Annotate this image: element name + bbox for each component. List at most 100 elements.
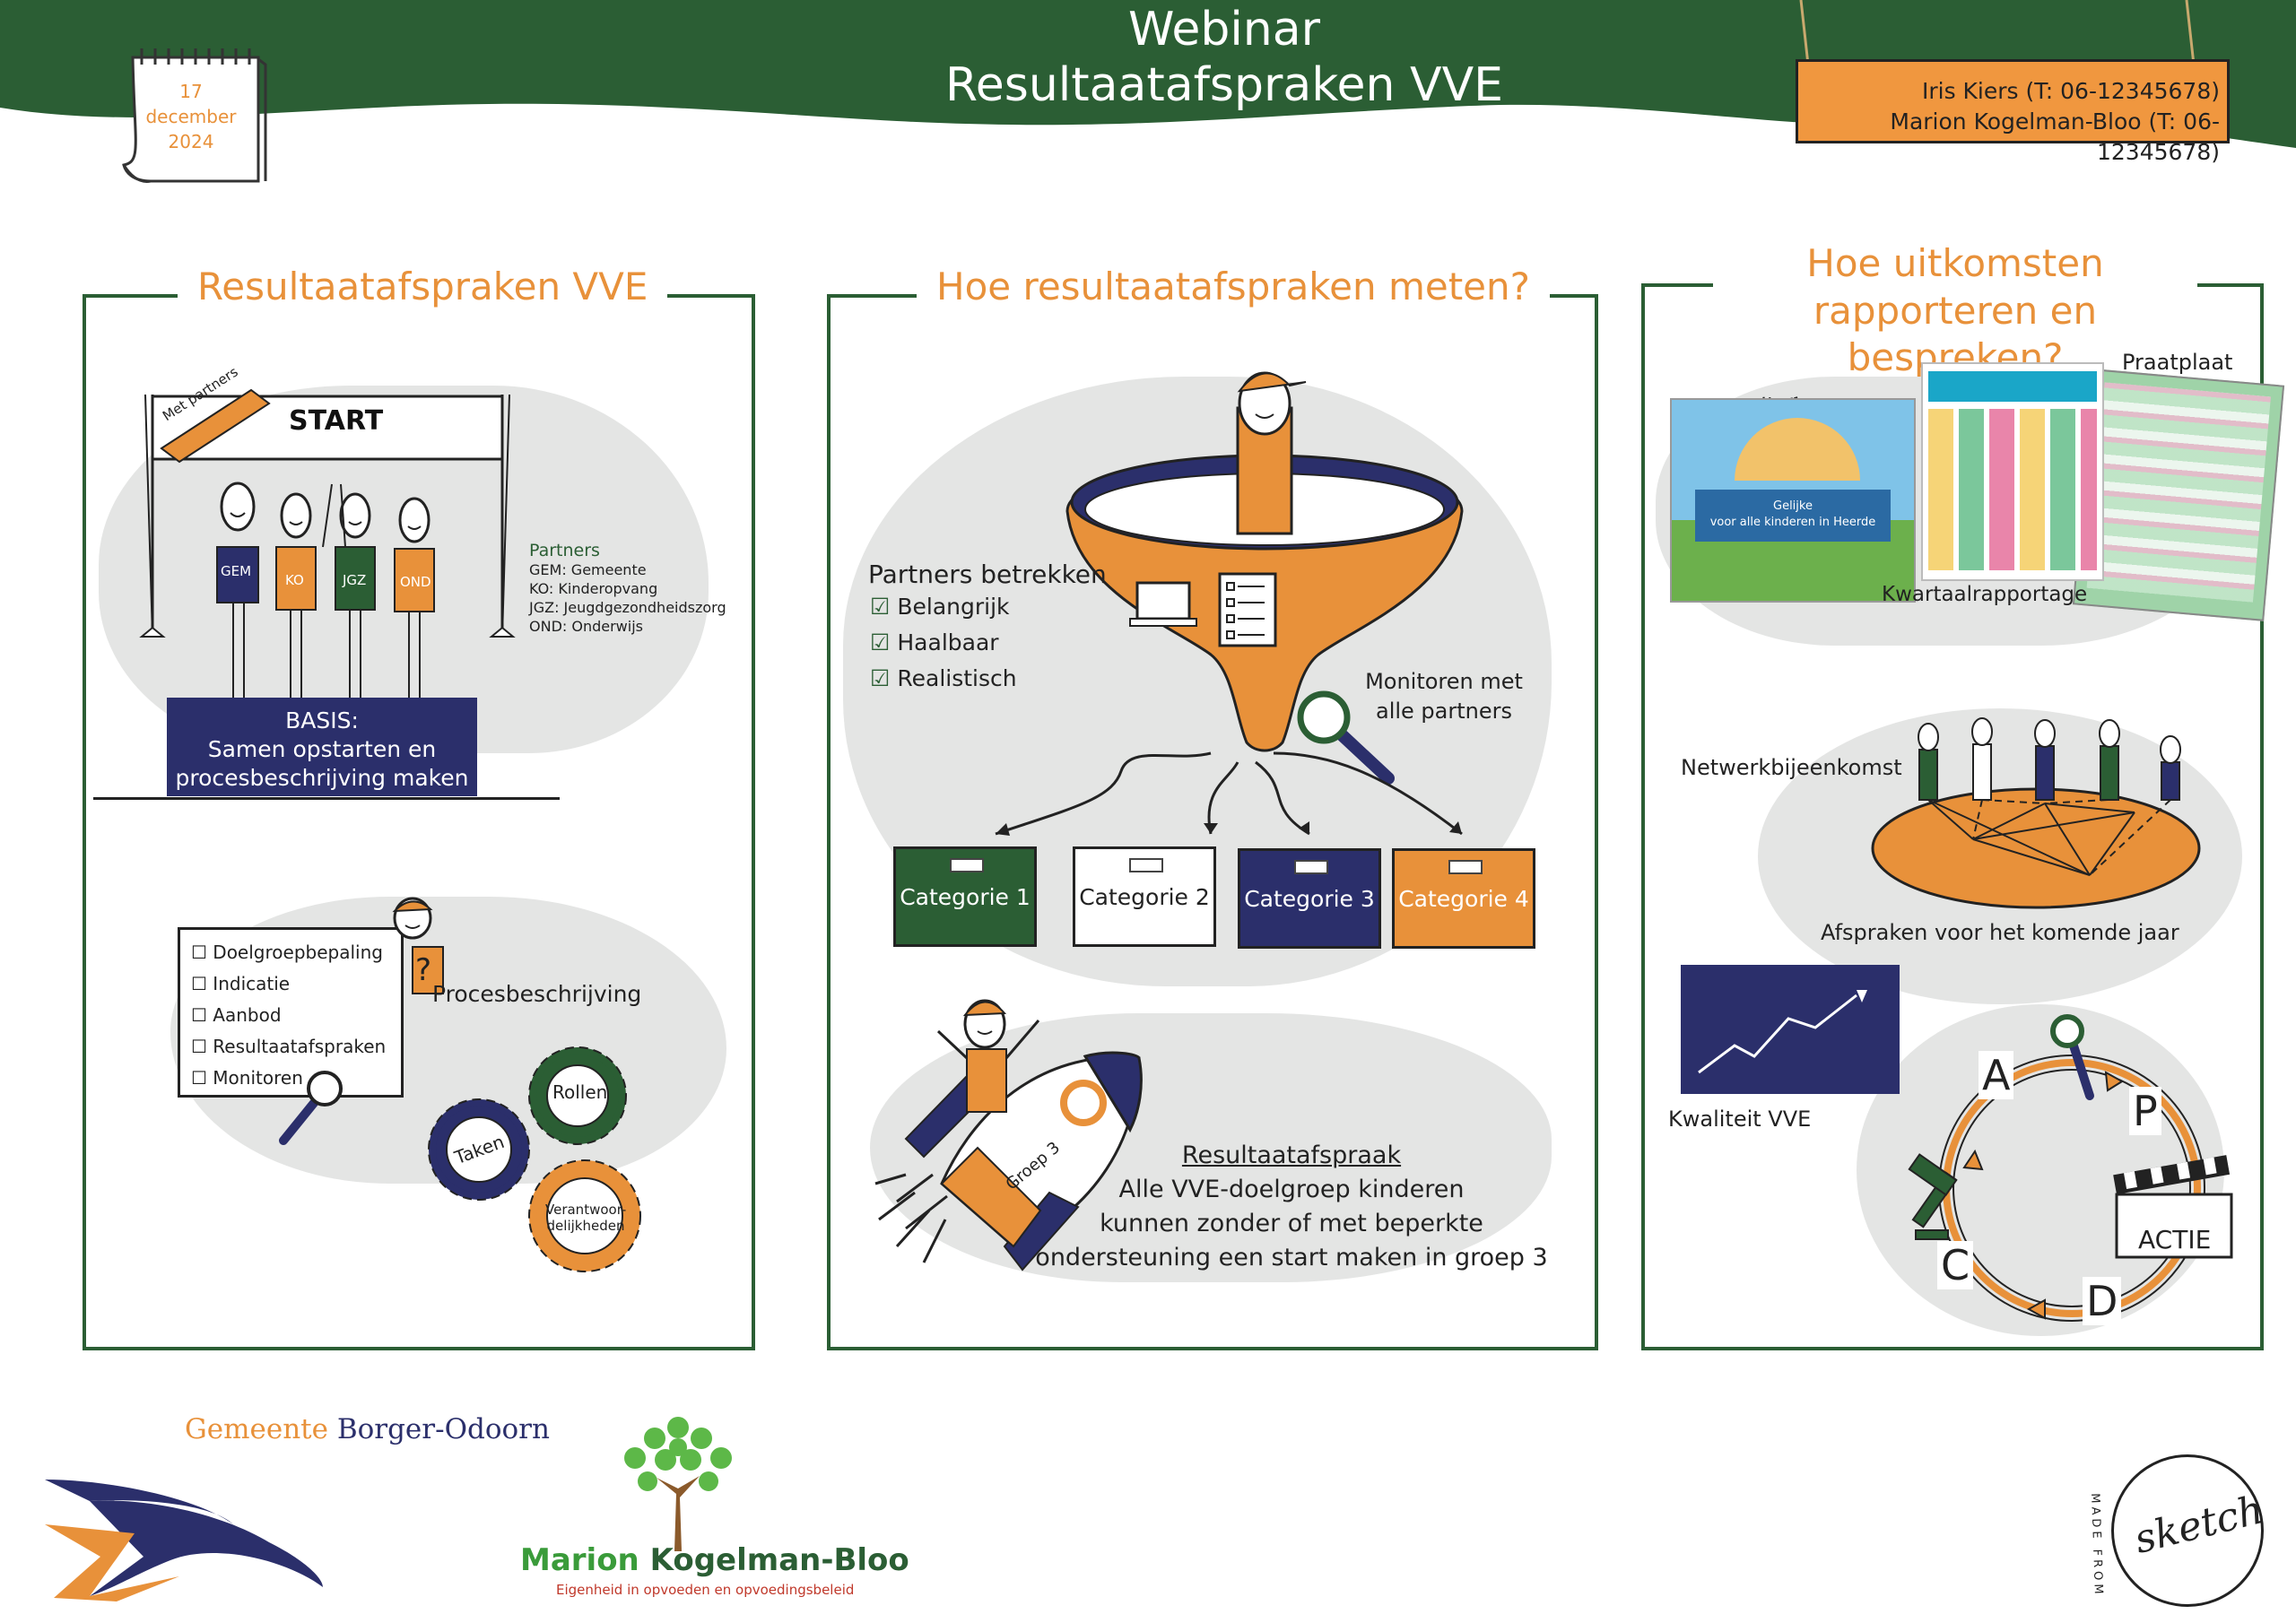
gemeente-name: Borger-Odoorn [336,1413,550,1445]
checklist-item: ☐ Doelgroepbepaling [191,942,383,963]
monitor-line-1: Monitoren met [1365,669,1523,694]
date-day: 17 [179,81,203,102]
magnifier-icon [1297,690,1395,785]
praatplaat-document [2072,369,2285,621]
basis-block: BASIS: Samen opstarten en procesbeschrij… [167,698,477,796]
category-4: Categorie 4 [1392,848,1535,949]
gemeente-logo [45,1480,323,1601]
header-banner [0,0,2296,148]
question-mark: ? [415,952,432,988]
gear-verant-line-1: Verantwoor- [545,1202,627,1218]
legend-title: Partners [529,541,600,560]
contact-sign: Iris Kiers (T: 06-12345678) Marion Kogel… [1796,59,2230,165]
category-2: Categorie 2 [1073,846,1216,947]
gear-verant-label: Verantwoor- delijkheden [545,1202,626,1234]
checklist-person [392,897,444,994]
panel3-title-line-1: Hoe uitkomsten [1806,241,2104,285]
pdca-a: A [1979,1051,2014,1099]
date-year: 2024 [168,131,214,152]
result-title: Resultaatafspraak [1181,1141,1402,1169]
monitor-doc-heading-1: Gelijke [1773,499,1813,513]
sketch-ring-text: MADE FROM [2088,1493,2106,1598]
result-line-3: ondersteuning een start maken in groep 3 [1035,1244,1548,1271]
praatplaat-label: Praatplaat [2122,350,2233,375]
figure-jgz: JGZ [343,572,367,588]
kwartaal-document [1921,362,2104,581]
date-month: december [145,106,237,127]
contact-line-2: Marion Kogelman-Bloo (T: 06-12345678) [1890,108,2220,165]
network-table-icon [1871,717,2201,909]
sketch-logo: sketch MADE FROM [2088,1454,2268,1607]
gear-verant-line-2: delijkheden [546,1218,625,1234]
pdca-p: P [2129,1087,2161,1135]
process-label: Procesbeschrijving [432,981,642,1007]
funnel-icon [1065,371,1464,752]
category-1: Categorie 1 [893,846,1037,947]
partner-figures [216,482,435,699]
checklist-item: ☐ Aanbod [191,1004,282,1026]
actie-label: ACTIE [2138,1225,2212,1254]
kwartaal-label: Kwartaalrapportage [1882,583,2088,606]
netwerk-label: Netwerkbijeenkomst [1681,755,1902,780]
check-icon: ☑ [870,665,891,691]
legend-ond: OND: Onderwijs [529,618,643,635]
legend-gem: GEM: Gemeente [529,561,647,578]
checklist-item: ☐ Resultaatafspraken [191,1036,387,1057]
ground-line [93,797,560,800]
tree-logo [624,1417,732,1551]
monitor-doc-heading-2: voor alle kinderen in Heerde [1709,516,1876,529]
page-title: Webinar Resultaatafspraken VVE [807,2,1641,113]
mkb-tagline: Eigenheid in opvoeden en opvoedingsbelei… [556,1582,855,1598]
gemeente-word: Gemeente [185,1413,328,1445]
basis-line-2: Samen opstarten en [207,736,437,762]
sign-strings [1799,0,2196,65]
panel2-title: Hoe resultaatafspraken meten? [917,264,1550,311]
start-label: START [289,405,384,437]
figure-gem: GEM [221,563,252,579]
check-item: ☑ Haalbaar [870,629,999,655]
legend-jgz: JGZ: Jeugdgezondheidszorg [529,599,726,616]
partners-betrekken: Partners betrekken ☑ Belangrijk ☑ Haalba… [868,560,1107,697]
category-3: Categorie 3 [1238,848,1381,949]
monitor-label: Monitoren met alle partners [1345,667,1543,726]
result-line-1: Alle VVE-doelgroep kinderen [1118,1176,1465,1203]
magnifier-icon [279,1071,343,1145]
check-icon: ☑ [870,629,891,655]
kwaliteit-label: Kwaliteit VVE [1668,1107,1812,1132]
checklist-item: ☐ Indicatie [191,973,291,994]
page-title-line1: Webinar [1127,3,1321,56]
process-checklist: ☐ Doelgroepbepaling ☐ Indicatie ☐ Aanbod… [178,927,404,1098]
funnel-arrows [995,751,1463,836]
basis-line-3: procesbeschrijving maken [175,765,469,791]
gemeente-wordmark: Gemeente Borger-Odoorn [185,1413,550,1445]
figure-ko: KO [285,572,304,588]
resultaatafspraak-text: Resultaatafspraak Alle VVE-doelgroep kin… [1031,1139,1552,1275]
contact-line-1: Iris Kiers (T: 06-12345678) [1921,78,2220,104]
partners-betrekken-title: Partners betrekken [868,560,1107,589]
pdca-d: D [2083,1277,2122,1325]
mkb-wordmark: Marion Kogelman-Bloo [520,1542,909,1578]
page-title-line2: Resultaatafspraken VVE [944,58,1504,112]
calendar-icon: 17 december 2024 [115,47,267,190]
check-item: ☑ Belangrijk [870,594,1010,620]
mkb-first: Marion [520,1542,639,1578]
monitor-document: Gelijke voor alle kinderen in Heerde [1670,398,1916,603]
mkb-last: Kogelman-Bloo [649,1542,909,1578]
afspraken-label: Afspraken voor het komende jaar [1821,920,2179,945]
kwaliteit-chart-icon [1681,965,1900,1094]
check-icon: ☑ [870,594,891,620]
legend-ko: KO: Kinderopvang [529,580,658,597]
gear-rollen-label: Rollen [552,1081,608,1103]
pdca-cycle-icon [1908,1014,2233,1322]
sketch-word: sketch [2129,1487,2268,1563]
rocket-icon [874,999,1143,1271]
basis-line-1: BASIS: [285,707,359,733]
monitor-line-2: alle partners [1375,699,1512,724]
check-item: ☑ Realistisch [870,665,1017,691]
start-gate [139,388,516,638]
pdca-c: C [1937,1241,1974,1289]
result-line-2: kunnen zonder of met beperkte [1100,1210,1483,1237]
figure-ond: OND [400,574,431,590]
checklist-item: ☐ Monitoren [191,1067,303,1089]
partners-legend: Partners GEM: Gemeente KO: Kinderopvang … [529,542,726,636]
